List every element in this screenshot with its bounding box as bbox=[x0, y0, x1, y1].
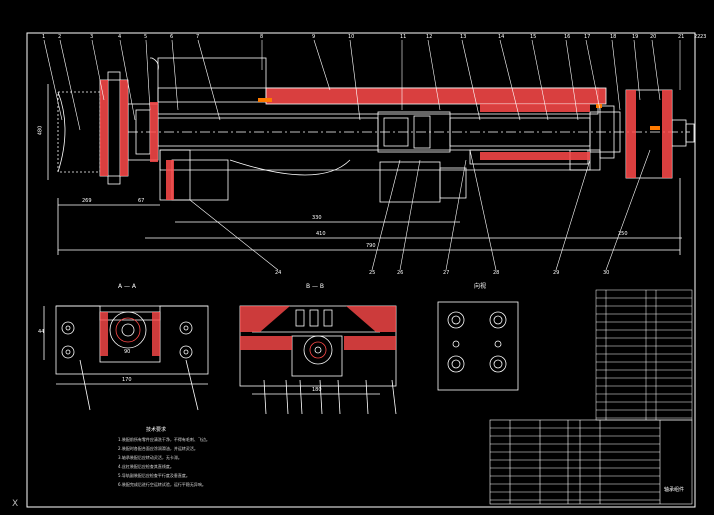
top-callout-20: 20 bbox=[650, 34, 657, 40]
dim-250: 250 bbox=[618, 231, 628, 237]
top-callout-8: 8 bbox=[260, 34, 264, 40]
bottom-callout-26: 26 bbox=[397, 270, 404, 276]
drawing-name: 轴承组件 bbox=[664, 487, 685, 493]
top-callout-21: 21 bbox=[678, 34, 685, 40]
note-line: 1.装配前所有零件应清洗干净，不得有毛刺、飞边。 bbox=[118, 437, 210, 442]
top-callout-14: 14 bbox=[498, 34, 505, 40]
top-callout-15: 15 bbox=[530, 34, 537, 40]
note-line: 4.丝杠装配后应检查其直线度。 bbox=[118, 464, 174, 469]
top-callout-3: 3 bbox=[90, 34, 94, 40]
top-callout-16: 16 bbox=[564, 34, 571, 40]
section-b-hatch bbox=[240, 306, 396, 350]
notes-title: 技术要求 bbox=[146, 427, 167, 433]
section-a-hatch bbox=[100, 312, 160, 356]
top-callout-19: 19 bbox=[632, 34, 639, 40]
bottom-callout-24: 24 bbox=[275, 270, 282, 276]
top-callout-22: 22 bbox=[694, 34, 701, 40]
sec-a-dim-90: 90 bbox=[124, 349, 131, 355]
note-line: 3.轴承装配后应转动灵活，无卡滞。 bbox=[118, 455, 182, 460]
note-line: 2.装配时各配合面应涂润滑油，并运转灵活。 bbox=[118, 446, 198, 451]
top-callout-2: 2 bbox=[58, 34, 62, 40]
bottom-callout-29: 29 bbox=[553, 270, 560, 276]
note-line: 5.导轨副装配后应检查平行度及垂直度。 bbox=[118, 473, 190, 478]
bottom-callout-30: 30 bbox=[603, 270, 610, 276]
top-callout-17: 17 bbox=[584, 34, 591, 40]
bottom-callout-25: 25 bbox=[369, 270, 376, 276]
ucs-label: X bbox=[12, 499, 19, 509]
top-callout-5: 5 bbox=[144, 34, 148, 40]
sec-a-dim-170: 170 bbox=[122, 377, 132, 383]
dim-410: 410 bbox=[316, 231, 326, 237]
dim-269: 269 bbox=[82, 198, 92, 204]
dim-480: 480 bbox=[37, 125, 44, 136]
sec-a-dim-44: 44 bbox=[38, 329, 45, 335]
note-line: 6.装配完成后进行空运转试验，运行平稳无异响。 bbox=[118, 482, 206, 487]
title-block bbox=[489, 419, 693, 505]
dim-330: 330 bbox=[312, 215, 322, 221]
top-callout-4: 4 bbox=[118, 34, 122, 40]
top-callout-6: 6 bbox=[170, 34, 174, 40]
dim-67: 67 bbox=[138, 198, 145, 204]
top-callout-7: 7 bbox=[196, 34, 200, 40]
bottom-callout-27: 27 bbox=[443, 270, 450, 276]
section-b-title: B — B bbox=[306, 283, 325, 290]
parts-list bbox=[595, 289, 693, 421]
main-assembly-view bbox=[47, 57, 695, 255]
top-callout-13: 13 bbox=[460, 34, 467, 40]
hatch-areas bbox=[100, 80, 672, 200]
section-a-title: A — A bbox=[118, 283, 137, 290]
top-callout-10: 10 bbox=[348, 34, 355, 40]
direction-view bbox=[437, 301, 519, 391]
top-callout-18: 18 bbox=[610, 34, 617, 40]
top-callout-11: 11 bbox=[400, 34, 407, 40]
top-callout-1: 1 bbox=[42, 34, 46, 40]
sheet-border bbox=[26, 32, 696, 508]
section-a-a-view bbox=[43, 305, 209, 411]
leader-lines bbox=[43, 39, 681, 271]
dim-790: 790 bbox=[366, 243, 376, 249]
top-callout-12: 12 bbox=[426, 34, 433, 40]
top-callout-23: 23 bbox=[700, 34, 707, 40]
sec-b-dim-180: 180 bbox=[312, 387, 322, 393]
direction-view-title: 向视 bbox=[474, 283, 487, 290]
bottom-callout-28: 28 bbox=[493, 270, 500, 276]
top-callout-9: 9 bbox=[312, 34, 316, 40]
